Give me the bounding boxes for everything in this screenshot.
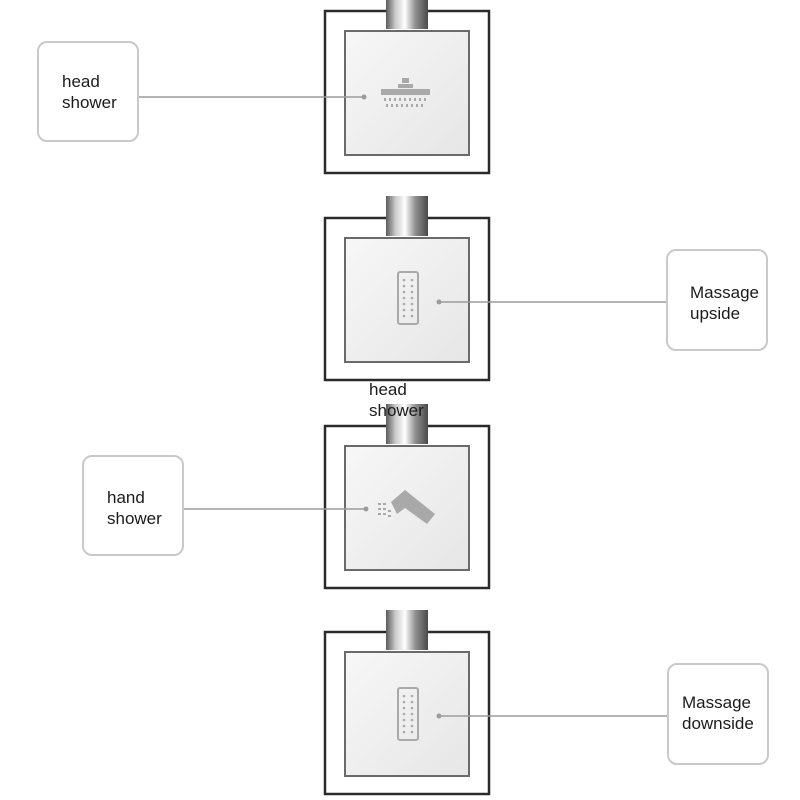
callout-massage-downside: Massage downside bbox=[667, 663, 769, 765]
callout-massage-upside: Massage upside bbox=[666, 249, 768, 351]
callout-label-line1: hand bbox=[107, 488, 145, 507]
stem-overlap bbox=[386, 424, 428, 444]
hand-shower-icon bbox=[378, 490, 435, 524]
leader-dot bbox=[363, 506, 369, 512]
stem-overlap bbox=[386, 9, 428, 29]
valve-panel-head-shower bbox=[138, 0, 491, 175]
massage-jet-icon bbox=[397, 687, 419, 741]
callout-label-line2: downside bbox=[682, 714, 754, 733]
stem-overlap bbox=[386, 216, 428, 236]
panel-face bbox=[344, 651, 470, 777]
callout-label-line2: shower bbox=[62, 93, 117, 112]
callout-label-line1: head bbox=[62, 72, 100, 91]
callout-head-shower: head shower bbox=[37, 41, 139, 142]
head-shower-icon bbox=[381, 78, 430, 107]
valve-panel-massage-upside bbox=[323, 196, 667, 382]
valve-panel-hand-shower bbox=[183, 404, 491, 590]
callout-label-line2: shower bbox=[107, 509, 162, 528]
callout-label-line1: Massage bbox=[690, 283, 759, 302]
leader-dot bbox=[361, 94, 367, 100]
callout-label-line1: Massage bbox=[682, 693, 751, 712]
panel-face bbox=[344, 237, 470, 363]
massage-jet-icon bbox=[397, 271, 419, 325]
stem-overlap bbox=[386, 630, 428, 650]
overlay-label-line2: shower bbox=[369, 401, 424, 420]
callout-hand-shower: hand shower bbox=[82, 455, 184, 556]
overlay-label-line1: head bbox=[369, 380, 407, 399]
callout-label-line2: upside bbox=[690, 304, 741, 323]
overlay-label-head-shower: head shower bbox=[369, 379, 424, 421]
valve-panel-massage-downside bbox=[323, 610, 668, 796]
